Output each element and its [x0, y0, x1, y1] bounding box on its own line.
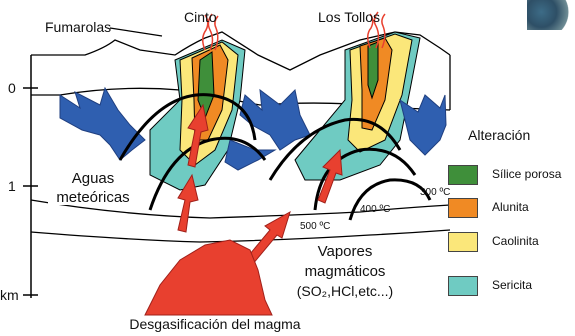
magma-body — [144, 239, 273, 316]
legend-label-caolinita: Caolinita — [492, 234, 539, 248]
depth-tick-0: 0 — [8, 80, 16, 96]
fumarolas-label: Fumarolas — [45, 19, 112, 35]
temp-400-label: 400 ºC — [360, 204, 391, 215]
meteoric-water-arrows — [59, 86, 447, 171]
los-tollos-label: Los Tollos — [318, 9, 381, 25]
fumarolas-leader — [109, 27, 163, 37]
meteoricas-label: meteóricas — [48, 190, 138, 205]
legend-swatch-alunita — [448, 198, 478, 218]
gases-label: (SO₂,HCl,etc...) — [296, 283, 394, 299]
depth-tick-1: 1 — [8, 178, 16, 194]
legend-swatch-caolinita — [448, 232, 478, 252]
rock-photo-corner — [527, 0, 575, 30]
magmatic-vapor-arrows — [177, 103, 343, 266]
legend-label-silice: Sílice porosa — [492, 167, 562, 181]
fumarole-cinto — [202, 13, 219, 51]
depth-axis — [23, 55, 38, 298]
temp-500-label: 500 ºC — [300, 221, 331, 232]
magmaticos-label: magmáticos — [304, 263, 386, 280]
legend-label-sericita: Sericita — [492, 278, 533, 292]
temp-300-label: 300 ºC — [420, 187, 451, 198]
aguas-label: Aguas — [71, 170, 115, 187]
desgasificacion-label: Desgasificación del magma — [129, 316, 301, 332]
cinto-label: Cinto — [184, 9, 217, 25]
circulation-paths — [118, 93, 432, 221]
fumarole-los-tollos — [367, 11, 386, 49]
depth-unit-km: km — [0, 287, 19, 303]
legend-label-alunita: Alunita — [492, 200, 529, 214]
legend-swatch-silice — [448, 165, 478, 185]
legend-title: Alteración — [468, 127, 531, 143]
legend-swatch-sericita — [448, 276, 478, 296]
los-tollos-alteration — [294, 31, 421, 181]
vapores-label: Vapores — [317, 243, 373, 260]
